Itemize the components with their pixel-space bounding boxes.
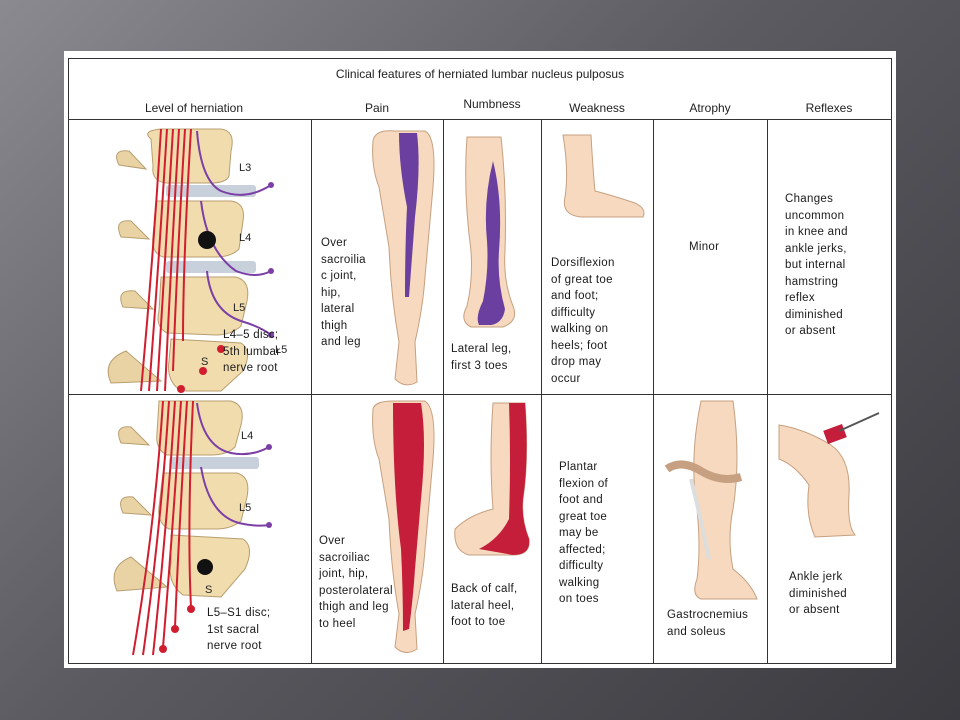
pain-leg-illustration — [372, 130, 435, 386]
header-weakness: Weakness — [569, 101, 625, 115]
vertebra-label-l4: L4 — [241, 430, 253, 442]
calf-measure-illustration — [664, 400, 758, 600]
vertebra-label-s: S — [205, 584, 212, 596]
numbness-leg-illustration — [463, 136, 516, 328]
reflexes-text: Ankle jerk diminished or absent — [789, 571, 847, 616]
weakness-text: Dorsiflexion of great toe and foot; diff… — [551, 257, 615, 385]
numbness-text: Lateral leg, first 3 toes — [451, 343, 512, 372]
clinical-table: Clinical features of herniated lumbar nu… — [68, 58, 892, 664]
numbness-text: Back of calf, lateral heel, foot to toe — [451, 583, 518, 628]
slide-card: Clinical features of herniated lumbar nu… — [64, 51, 896, 668]
level-text: L5–S1 disc; 1st sacral nerve root — [207, 607, 271, 652]
vertebra-label-l5: L5 — [239, 502, 251, 514]
vertebra-label-s: S — [201, 356, 208, 368]
col-divider — [541, 119, 542, 663]
vertebra-label-l3: L3 — [239, 162, 251, 174]
atrophy-text: Minor — [689, 241, 720, 253]
row-divider — [69, 394, 891, 395]
col-divider — [767, 119, 768, 663]
spine-l4-l5-illustration: L3 L4 L5 S L5 — [107, 128, 287, 393]
vertebra-label-l4: L4 — [239, 232, 251, 244]
header-reflexes: Reflexes — [805, 101, 853, 115]
nerve-label-l5: L5 — [275, 344, 287, 356]
table-title: Clinical features of herniated lumbar nu… — [335, 67, 625, 81]
vertebra-label-l5: L5 — [233, 302, 245, 314]
foot-dorsiflexion-illustration — [562, 134, 645, 218]
reflexes-text: Changes uncommon in knee and ankle jerks… — [785, 193, 848, 337]
col-divider — [653, 119, 654, 663]
col-divider — [443, 119, 444, 663]
header-pain: Pain — [364, 101, 390, 115]
col-divider — [311, 119, 312, 663]
header-numbness: Numbness — [463, 97, 521, 111]
ankle-jerk-illustration — [778, 412, 880, 538]
pain-text: Over sacroilia c joint, hip, lateral thi… — [321, 237, 366, 348]
pain-text: Over sacroiliac joint, hip, posterolater… — [319, 535, 393, 630]
level-text: L4–5 disc; 5th lumbar nerve root — [223, 329, 281, 374]
spine-l5-s1-illustration: L4 L5 S — [113, 400, 272, 656]
weakness-text: Plantar flexion of foot and great toe ma… — [559, 461, 609, 605]
header-divider — [69, 119, 891, 120]
header-atrophy: Atrophy — [689, 101, 731, 115]
header-level: Level of herniation — [144, 101, 244, 115]
pain-leg-illustration — [372, 400, 435, 653]
atrophy-text: Gastrocnemius and soleus — [667, 609, 749, 638]
numbness-leg-illustration — [454, 402, 530, 556]
